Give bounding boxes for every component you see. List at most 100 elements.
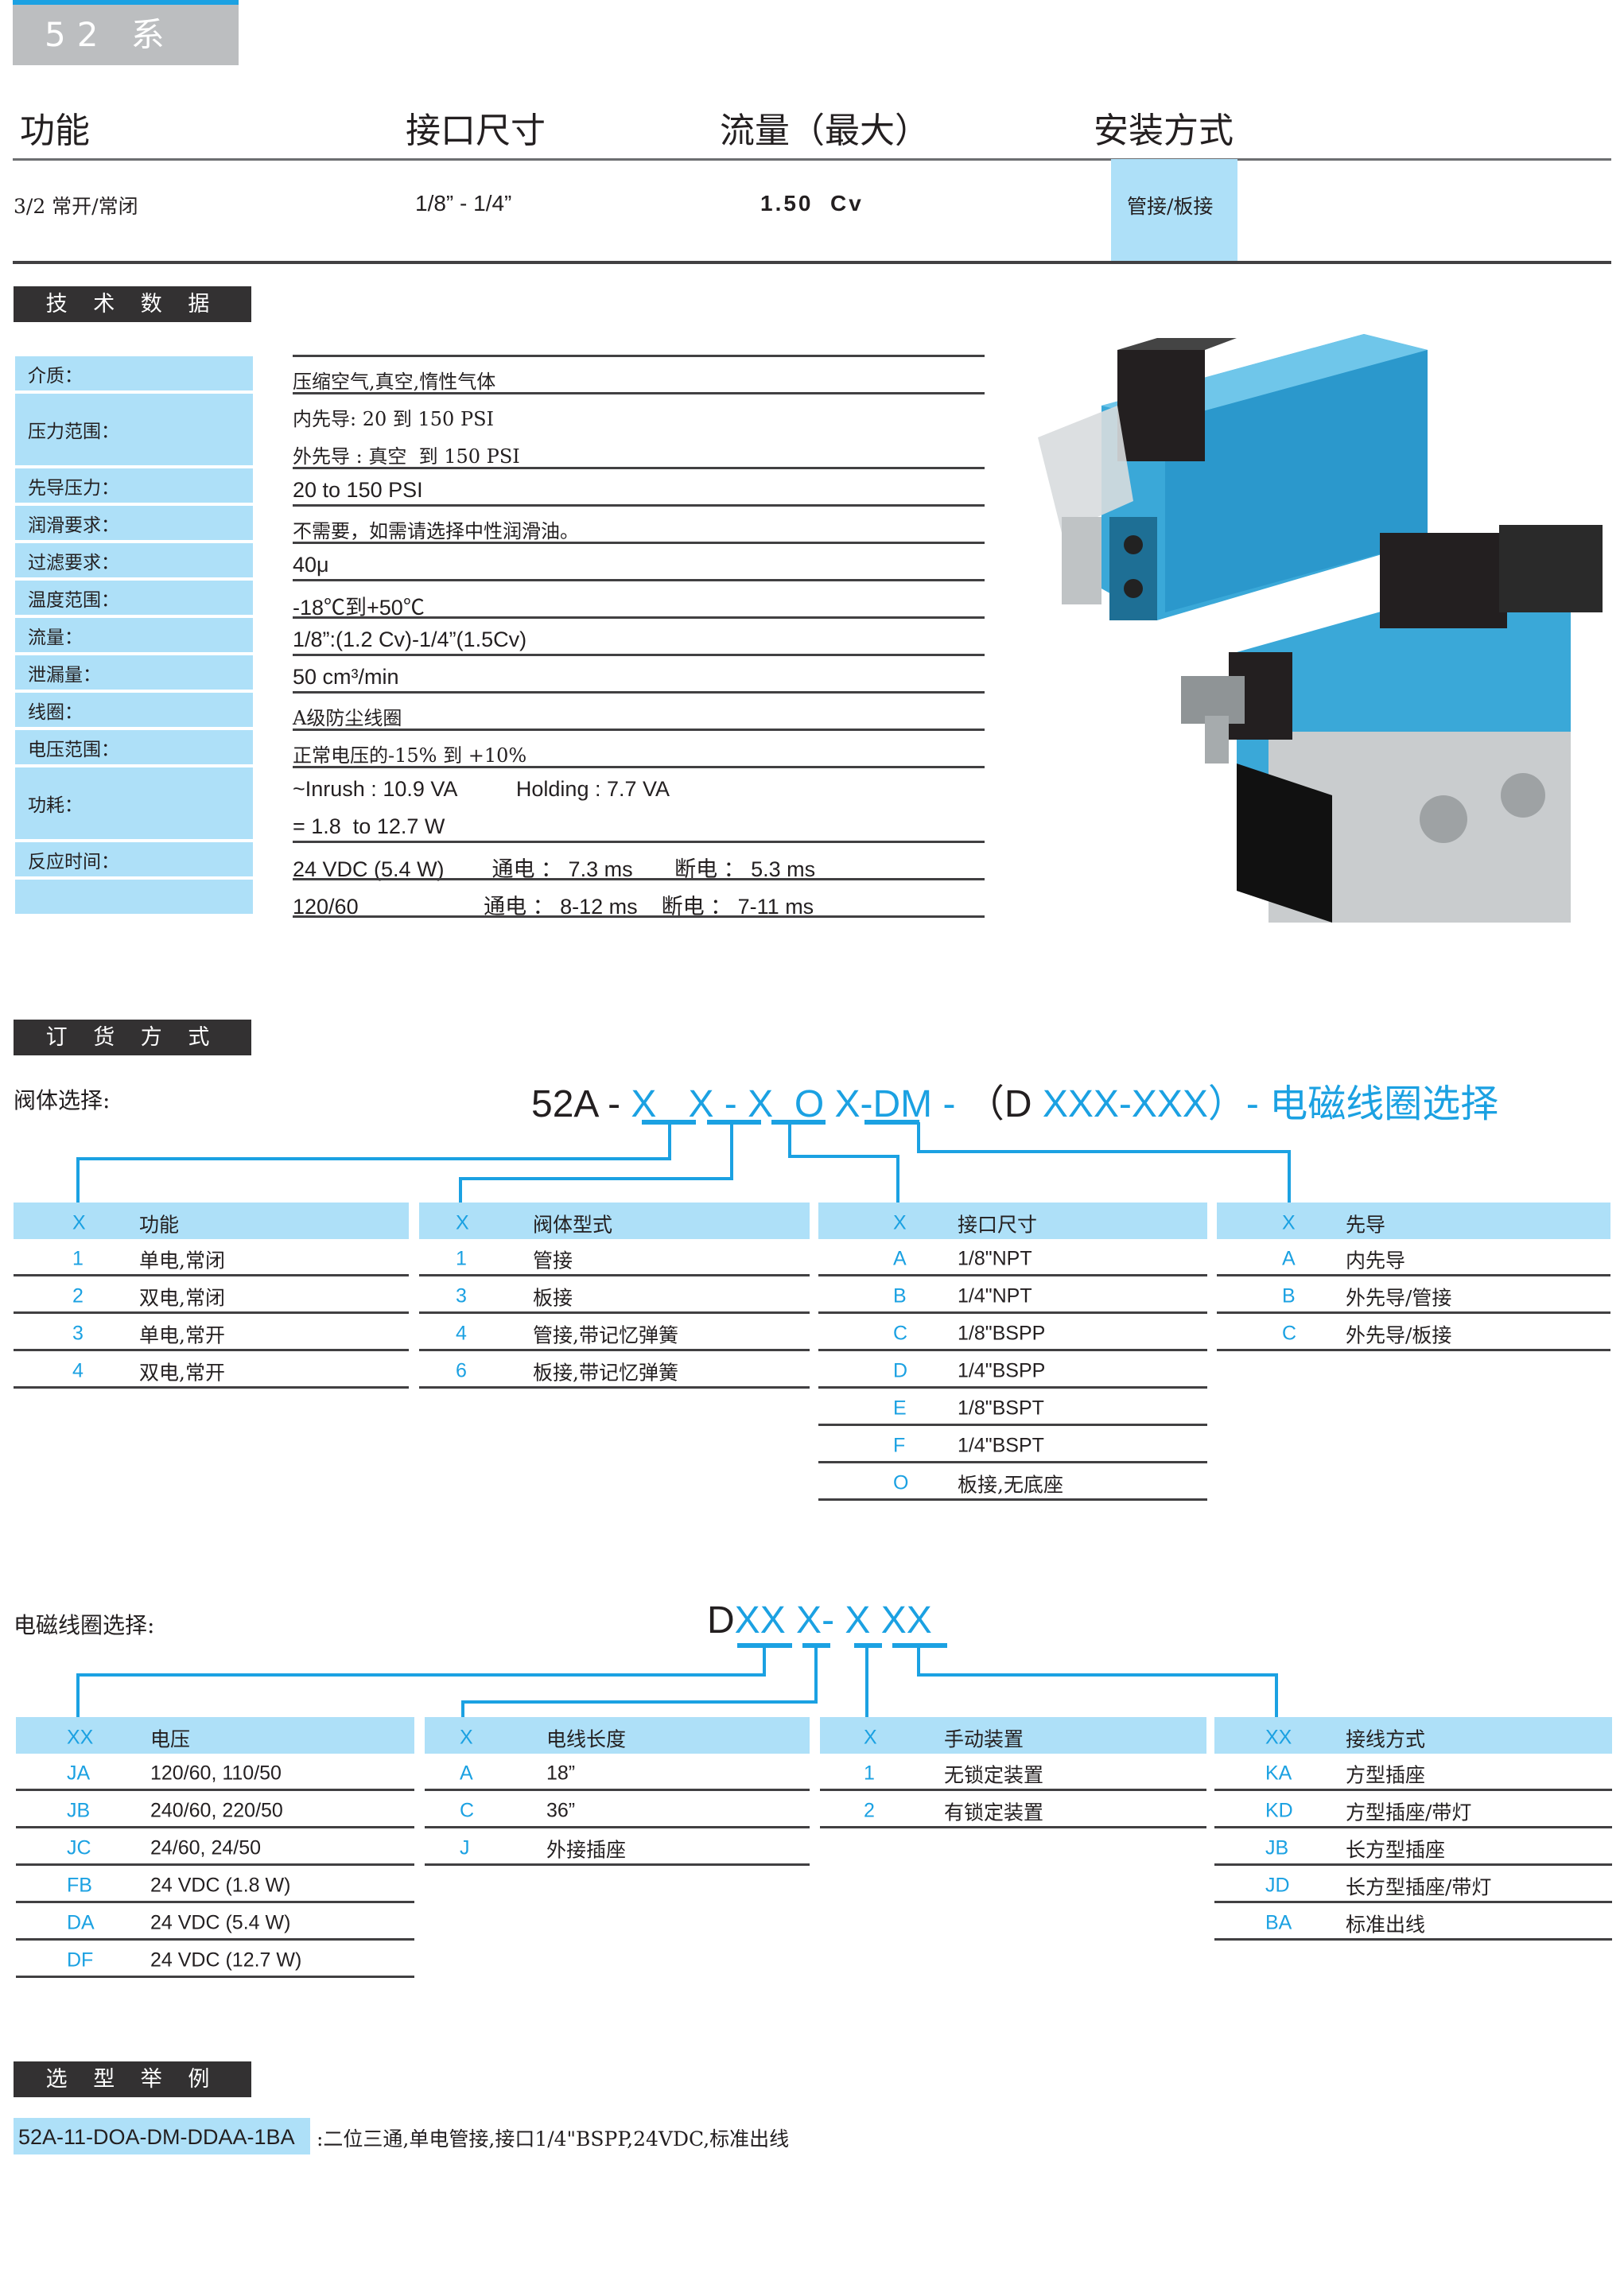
option-code: F (893, 1434, 906, 1457)
option-code: JD (1265, 1874, 1290, 1897)
spec-label: 压力范围： (15, 394, 253, 465)
option-label: 1/4"BSPT (958, 1434, 1044, 1457)
option-label: 外先导/板接 (1346, 1323, 1452, 1347)
valve-selection-label: 阀体选择: (14, 1087, 111, 1113)
option-label: 双电,常闭 (139, 1286, 225, 1310)
series-tab: 52 系 列 (13, 0, 239, 115)
option-header-label: 电线长度 (546, 1727, 627, 1751)
code-segment: X (845, 1599, 871, 1642)
code-segment: O (794, 1083, 825, 1125)
mounting-highlight (1111, 159, 1237, 262)
spec-label: 反应时间： (15, 842, 253, 876)
spec-label: 过滤要求： (15, 543, 253, 577)
code-segment (870, 1599, 880, 1642)
divider (13, 158, 1611, 161)
spec-value: 50 cm³/min (293, 665, 399, 689)
spec-line (293, 355, 985, 357)
option-code: A (1282, 1247, 1296, 1270)
option-code: 2 (72, 1284, 84, 1307)
option-label: 1/8"BSPP (958, 1322, 1046, 1345)
option-code: C (893, 1322, 908, 1345)
option-row: DF 24 VDC (12.7 W) (16, 1941, 414, 1978)
spec-line (293, 766, 985, 768)
spec-line (293, 654, 985, 656)
spec-line (293, 542, 985, 544)
option-row: JD 长方型插座/带灯 (1214, 1866, 1612, 1903)
option-code: J (460, 1836, 470, 1859)
coil-selection-label: 电磁线圈选择: (14, 1612, 155, 1638)
code-segment (834, 1599, 845, 1642)
option-code: KD (1265, 1799, 1293, 1822)
option-code: DF (67, 1949, 94, 1972)
spec-line (293, 504, 985, 507)
code-segment: X (748, 1083, 774, 1125)
spec-label: 温度范围： (15, 581, 253, 615)
option-label: 1/4"BSPP (958, 1359, 1046, 1382)
option-code: 3 (456, 1284, 467, 1307)
spec-value: -18℃到+50℃ (293, 596, 425, 620)
spec-value: 不需要，如需请选择中性润滑油。 (293, 520, 579, 542)
option-label: 36” (546, 1799, 576, 1822)
valve-lower (1181, 525, 1603, 923)
option-label: 管接 (533, 1249, 573, 1272)
option-label: 单电,常开 (139, 1323, 225, 1347)
option-label: 板接 (533, 1286, 573, 1310)
option-row: F 1/4"BSPT (818, 1426, 1207, 1463)
option-header-label: 先导 (1346, 1213, 1386, 1237)
spec-value: 20 to 150 PSI (293, 478, 423, 502)
option-label: 120/60, 110/50 (150, 1762, 282, 1785)
option-code: JC (67, 1836, 91, 1859)
option-code-header: XX (67, 1726, 94, 1749)
code-segment: X (688, 1083, 714, 1125)
spec-line (293, 392, 985, 394)
spec-value: 1/8”:(1.2 Cv)-1/4”(1.5Cv) (293, 628, 527, 651)
spec-value: 40μ (293, 553, 329, 577)
valve-upper (1038, 334, 1428, 620)
divider (13, 261, 1611, 264)
option-label: 管接,带记忆弹簧 (533, 1323, 678, 1347)
ordering-title: 订 货 方 式 (14, 1020, 251, 1055)
code-segment: - (822, 1599, 835, 1642)
option-label: 长方型插座 (1346, 1838, 1446, 1862)
option-code-header: XX (1265, 1726, 1292, 1749)
option-label: 长方型插座/带灯 (1346, 1875, 1492, 1899)
spec-line (293, 841, 985, 843)
option-label: 板接,带记忆弹簧 (533, 1361, 678, 1385)
option-code: D (893, 1359, 908, 1382)
option-code-header: X (893, 1211, 907, 1234)
option-label: 24 VDC (12.7 W) (150, 1949, 302, 1972)
value-mounting: 管接/板接 (1127, 195, 1214, 218)
option-code: A (460, 1762, 473, 1785)
option-label: 外先导/管接 (1346, 1286, 1452, 1310)
spec-line (293, 579, 985, 581)
code-segment: D (707, 1599, 735, 1642)
option-code: E (893, 1397, 907, 1420)
option-label: 方型插座 (1346, 1763, 1426, 1787)
option-code: B (893, 1284, 907, 1307)
option-code: 1 (72, 1247, 84, 1270)
spec-line (293, 616, 985, 619)
option-label: 双电,常开 (139, 1361, 225, 1385)
code-segment: X (796, 1599, 822, 1642)
